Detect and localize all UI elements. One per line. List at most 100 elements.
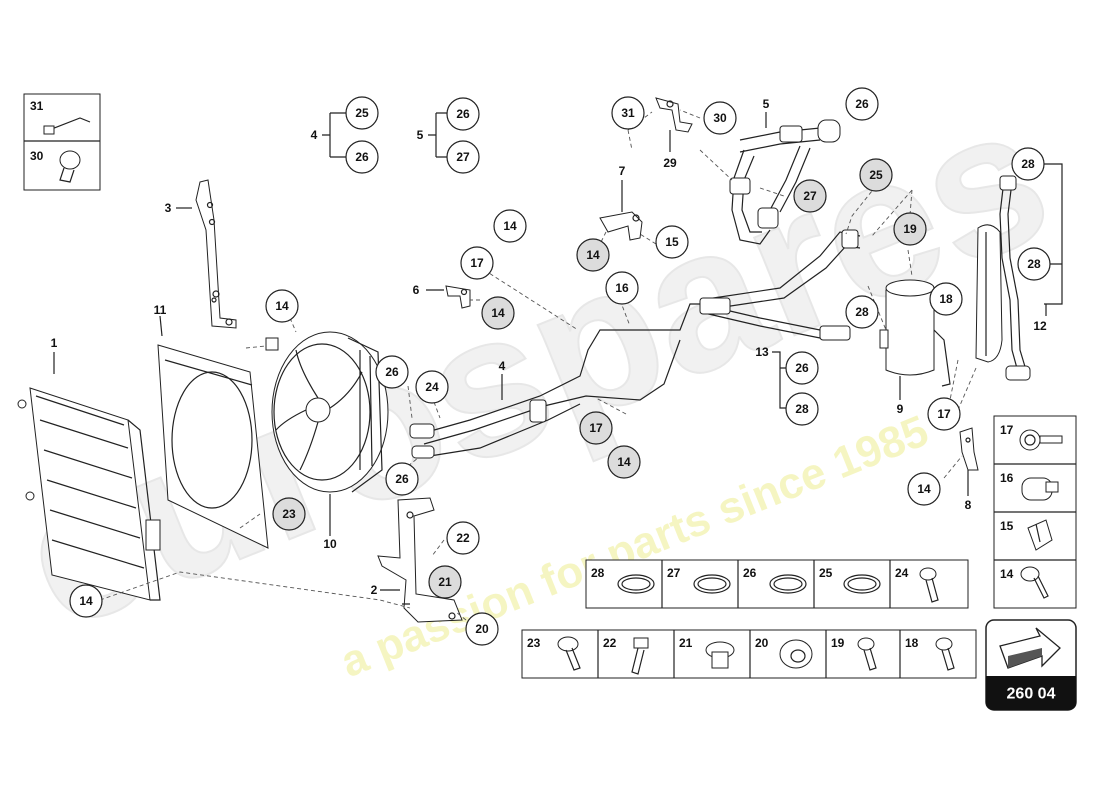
callout-4[interactable]: 4 bbox=[499, 359, 506, 373]
receiver-dryer-part[interactable] bbox=[879, 279, 951, 387]
bubble-26[interactable]: 26 bbox=[845, 87, 879, 121]
bubble-27[interactable]: 27 bbox=[793, 179, 827, 213]
ac-line-5-part[interactable] bbox=[729, 119, 841, 245]
bracket-6-part[interactable] bbox=[445, 285, 471, 309]
grommet-icon bbox=[705, 641, 735, 669]
bubble-26[interactable]: 26 bbox=[345, 140, 379, 174]
legend-num-22: 22 bbox=[603, 636, 617, 650]
pipe-clamp-icon bbox=[1019, 429, 1063, 451]
bubble-28[interactable]: 28 bbox=[845, 295, 879, 329]
bubble-17[interactable]: 17 bbox=[927, 397, 961, 431]
callout-5[interactable]: 5 bbox=[763, 97, 770, 111]
bubble-23[interactable]: 23 bbox=[272, 497, 306, 531]
svg-text:26: 26 bbox=[395, 472, 409, 486]
svg-text:28: 28 bbox=[1027, 257, 1041, 271]
bracket-3-part[interactable] bbox=[195, 179, 237, 329]
condenser-part[interactable] bbox=[17, 387, 161, 601]
legend-num-24: 24 bbox=[895, 566, 909, 580]
callout-7[interactable]: 7 bbox=[619, 164, 626, 178]
bubble-14[interactable]: 14 bbox=[493, 209, 527, 243]
legend-num-20: 20 bbox=[755, 636, 769, 650]
svg-text:15: 15 bbox=[665, 235, 679, 249]
arrow-icon bbox=[999, 627, 1061, 669]
callout-10[interactable]: 10 bbox=[323, 537, 337, 551]
bubble-14[interactable]: 14 bbox=[607, 445, 641, 479]
bubble-26[interactable]: 26 bbox=[446, 97, 480, 131]
bubble-27[interactable]: 27 bbox=[446, 140, 480, 174]
bubble-30[interactable]: 30 bbox=[703, 101, 737, 135]
fan-shroud-part[interactable] bbox=[157, 344, 269, 549]
bracket-2-part[interactable] bbox=[377, 497, 463, 623]
spring-clip-icon bbox=[1027, 519, 1053, 551]
bubble-14[interactable]: 14 bbox=[265, 289, 299, 323]
svg-text:14: 14 bbox=[79, 594, 93, 608]
callout-13[interactable]: 13 bbox=[755, 345, 769, 359]
ac-line-4-part[interactable] bbox=[409, 303, 720, 459]
bubble-25[interactable]: 25 bbox=[345, 96, 379, 130]
bubble-26[interactable]: 26 bbox=[375, 355, 409, 389]
bubble-28[interactable]: 28 bbox=[785, 392, 819, 426]
bubble-17[interactable]: 17 bbox=[579, 411, 613, 445]
flange-bolt-icon bbox=[557, 636, 581, 671]
o-ring-icon bbox=[769, 574, 807, 594]
bubble-22[interactable]: 22 bbox=[446, 521, 480, 555]
bubble-16[interactable]: 16 bbox=[605, 271, 639, 305]
bubble-25[interactable]: 25 bbox=[859, 158, 893, 192]
o-ring-icon bbox=[693, 574, 731, 594]
radiator-fan-part[interactable] bbox=[265, 331, 389, 493]
callout-6[interactable]: 6 bbox=[413, 283, 420, 297]
bracket-29-part[interactable] bbox=[655, 97, 693, 133]
bubble-14[interactable]: 14 bbox=[69, 584, 103, 618]
svg-text:14: 14 bbox=[586, 248, 600, 262]
svg-text:16: 16 bbox=[615, 281, 629, 295]
svg-text:28: 28 bbox=[795, 402, 809, 416]
bubble-20[interactable]: 20 bbox=[465, 612, 499, 646]
bracket-8-part[interactable] bbox=[959, 427, 979, 471]
callout-labels: 1 2 3 4 4 5 5 6 7 8 9 10 11 12 13 29 bbox=[51, 97, 1047, 597]
bubble-18[interactable]: 18 bbox=[929, 282, 963, 316]
legend-num-23: 23 bbox=[527, 636, 541, 650]
diagram-nav-box[interactable]: 260 04 bbox=[985, 619, 1077, 711]
legend-num-16: 16 bbox=[1000, 471, 1014, 485]
callout-9[interactable]: 9 bbox=[897, 402, 904, 416]
callout-bubbles: 25 26 26 27 31 30 26 27 25 19 14 17 14 1… bbox=[69, 87, 1051, 646]
svg-text:26: 26 bbox=[855, 97, 869, 111]
ac-line-13-part[interactable] bbox=[699, 229, 861, 341]
bubble-21[interactable]: 21 bbox=[428, 565, 462, 599]
bubble-14[interactable]: 14 bbox=[907, 472, 941, 506]
callout-29[interactable]: 29 bbox=[663, 156, 677, 170]
svg-text:23: 23 bbox=[282, 507, 296, 521]
svg-text:17: 17 bbox=[589, 421, 603, 435]
callout-11[interactable]: 11 bbox=[154, 303, 167, 317]
callout-8[interactable]: 8 bbox=[965, 498, 972, 512]
bubble-28[interactable]: 28 bbox=[1017, 247, 1051, 281]
legend-num-28: 28 bbox=[591, 566, 605, 580]
bubble-26[interactable]: 26 bbox=[785, 351, 819, 385]
ac-line-12-part[interactable] bbox=[975, 175, 1031, 381]
bubble-26[interactable]: 26 bbox=[385, 462, 419, 496]
bubble-24[interactable]: 24 bbox=[415, 370, 449, 404]
bubble-14[interactable]: 14 bbox=[481, 296, 515, 330]
callout-3[interactable]: 3 bbox=[165, 201, 172, 215]
svg-text:14: 14 bbox=[917, 482, 931, 496]
callout-4-group[interactable]: 4 bbox=[311, 128, 318, 142]
o-ring-icon bbox=[843, 574, 881, 594]
legend-num-18: 18 bbox=[905, 636, 919, 650]
bubble-31[interactable]: 31 bbox=[611, 96, 645, 130]
svg-text:19: 19 bbox=[903, 222, 917, 236]
bubble-15[interactable]: 15 bbox=[655, 225, 689, 259]
diagram-code: 260 04 bbox=[1007, 686, 1056, 703]
svg-text:18: 18 bbox=[939, 292, 953, 306]
bubble-28[interactable]: 28 bbox=[1011, 147, 1045, 181]
callout-2[interactable]: 2 bbox=[371, 583, 378, 597]
bracket-7-part[interactable] bbox=[599, 211, 643, 241]
callout-5-group[interactable]: 5 bbox=[417, 128, 424, 142]
callout-12[interactable]: 12 bbox=[1033, 319, 1047, 333]
bubble-19[interactable]: 19 bbox=[893, 212, 927, 246]
svg-text:28: 28 bbox=[1021, 157, 1035, 171]
svg-text:14: 14 bbox=[503, 219, 517, 233]
bubble-17[interactable]: 17 bbox=[460, 246, 494, 280]
callout-1[interactable]: 1 bbox=[51, 336, 58, 350]
bolt-icon bbox=[857, 637, 877, 671]
bubble-14[interactable]: 14 bbox=[576, 238, 610, 272]
